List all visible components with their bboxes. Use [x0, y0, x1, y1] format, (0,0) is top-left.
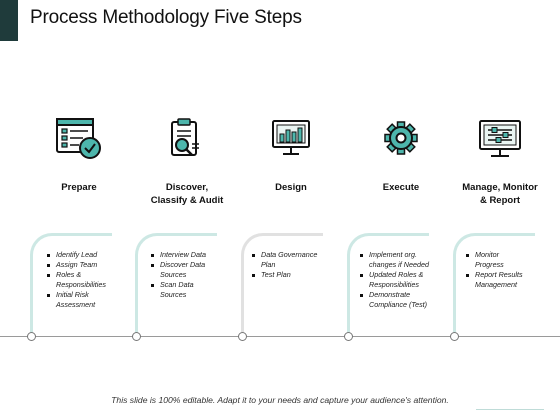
step-title-line: Prepare — [61, 182, 97, 193]
bullet-item: Management — [475, 280, 517, 289]
step-title-design: Design — [239, 181, 343, 194]
timeline-node — [27, 332, 36, 341]
bullet-item: Initial Risk — [46, 290, 106, 300]
step-connector-prepare — [30, 233, 112, 337]
bullet-item: Test Plan — [251, 270, 317, 280]
footer-note: This slide is 100% editable. Adapt it to… — [111, 395, 449, 405]
step-title-line: & Report — [479, 195, 521, 206]
bullet-item: Assign Team — [46, 260, 106, 270]
step-title-line: Execute — [382, 182, 420, 193]
step-connector-design — [241, 233, 323, 337]
step-title-line: Classify & Audit — [150, 195, 224, 206]
slide-title: Process Methodology Five Steps — [30, 7, 302, 28]
step-title-line: Design — [275, 182, 307, 193]
bullet-item: Monitor — [465, 250, 523, 260]
bullet-item: Data Governance — [251, 250, 317, 260]
title-accent-bar — [0, 0, 18, 41]
bullet-item: Sources — [160, 270, 187, 279]
step-bullets-execute: Implement org. changes if Needed Updated… — [359, 250, 429, 310]
checklist-icon — [56, 118, 101, 159]
step-title-discover: Discover, Classify & Audit — [135, 181, 239, 207]
bullet-item: Roles & — [46, 270, 106, 280]
bullet-item: changes if Needed — [369, 260, 429, 269]
bullet-item: Responsibilities — [369, 280, 419, 289]
step-bullets-discover: Interview Data Discover Data Sources Sca… — [150, 250, 206, 300]
monitor-sliders-icon — [479, 120, 521, 157]
step-connector-discover — [135, 233, 217, 337]
bullet-item: Progress — [475, 260, 504, 269]
bullet-item: Sources — [160, 290, 187, 299]
bullet-item: Identify Lead — [46, 250, 106, 260]
step-bullets-prepare: Identify Lead Assign Team Roles & Respon… — [46, 250, 106, 310]
monitor-chart-icon — [272, 120, 310, 155]
step-title-execute: Execute — [349, 181, 453, 194]
timeline-node — [132, 332, 141, 341]
step-title-manage: Manage, Monitor & Report — [448, 181, 552, 207]
bullet-item: Compliance (Test) — [369, 300, 428, 309]
bullet-item: Responsibilities — [56, 280, 106, 289]
step-title-line: Manage, Monitor — [462, 182, 538, 193]
step-connector-manage — [453, 233, 535, 337]
step-bullets-design: Data Governance Plan Test Plan — [251, 250, 317, 280]
footer-accent-line — [476, 409, 544, 410]
bullet-item: Updated Roles & — [359, 270, 429, 280]
gear-icon — [384, 121, 418, 155]
bullet-item: Discover Data — [150, 260, 206, 270]
step-title-prepare: Prepare — [27, 181, 131, 194]
step-title-line: Discover, — [165, 182, 209, 193]
bullet-item: Report Results — [465, 270, 523, 280]
clipboard-magnifier-icon — [171, 118, 199, 156]
bullet-item: Assessment — [56, 300, 96, 309]
bullet-item: Demonstrate — [359, 290, 429, 300]
step-connector-execute — [347, 233, 429, 337]
timeline-node — [450, 332, 459, 341]
bullet-item: Plan — [261, 260, 276, 269]
bullet-item: Interview Data — [150, 250, 206, 260]
bullet-item: Scan Data — [150, 280, 206, 290]
timeline-node — [344, 332, 353, 341]
timeline-axis — [0, 336, 560, 337]
step-bullets-manage: Monitor Progress Report Results Manageme… — [465, 250, 523, 290]
timeline-node — [238, 332, 247, 341]
bullet-item: Implement org. — [359, 250, 429, 260]
